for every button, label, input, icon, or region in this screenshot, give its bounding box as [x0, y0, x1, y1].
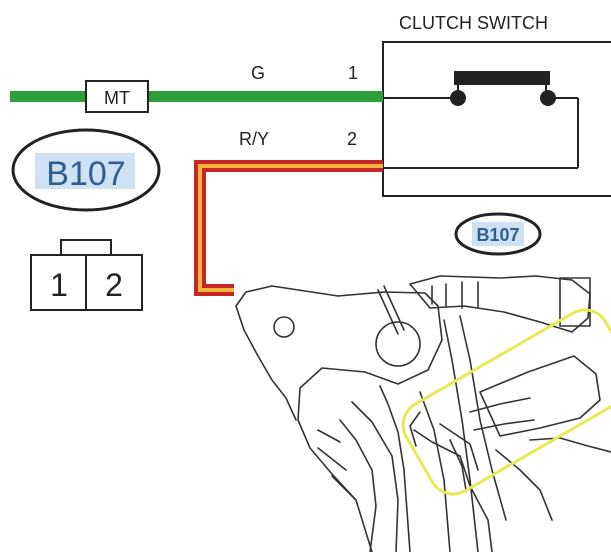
switch-connector-text: B107 [476, 225, 519, 245]
wire-2-pin: 2 [347, 129, 357, 149]
wire-1-pin: 1 [348, 63, 358, 83]
wire-red-yellow [194, 160, 383, 296]
connector-pin-1: 1 [50, 267, 68, 303]
switch-contact-bar [454, 71, 550, 85]
mt-tag-label: MT [104, 88, 130, 108]
connector-pin-2: 2 [105, 267, 123, 303]
wire-1-color-code: G [251, 63, 265, 83]
pedal-assembly-illustration [235, 275, 611, 553]
clutch-switch-box [382, 41, 611, 197]
wire-2-color-code: R/Y [239, 129, 269, 149]
switch-terminal-right [540, 90, 556, 106]
switch-highlight [401, 308, 611, 496]
wire-g-line [10, 91, 383, 102]
wire-green [10, 91, 383, 102]
harness-connector-text: B107 [46, 155, 125, 193]
mt-tag: MT [85, 80, 149, 113]
switch-connector-label: B107 [454, 212, 542, 256]
connector-face: 1 2 [30, 239, 143, 311]
switch-title: CLUTCH SWITCH [399, 13, 548, 33]
harness-connector-label: B107 [11, 128, 161, 212]
switch-terminal-left [450, 90, 466, 106]
